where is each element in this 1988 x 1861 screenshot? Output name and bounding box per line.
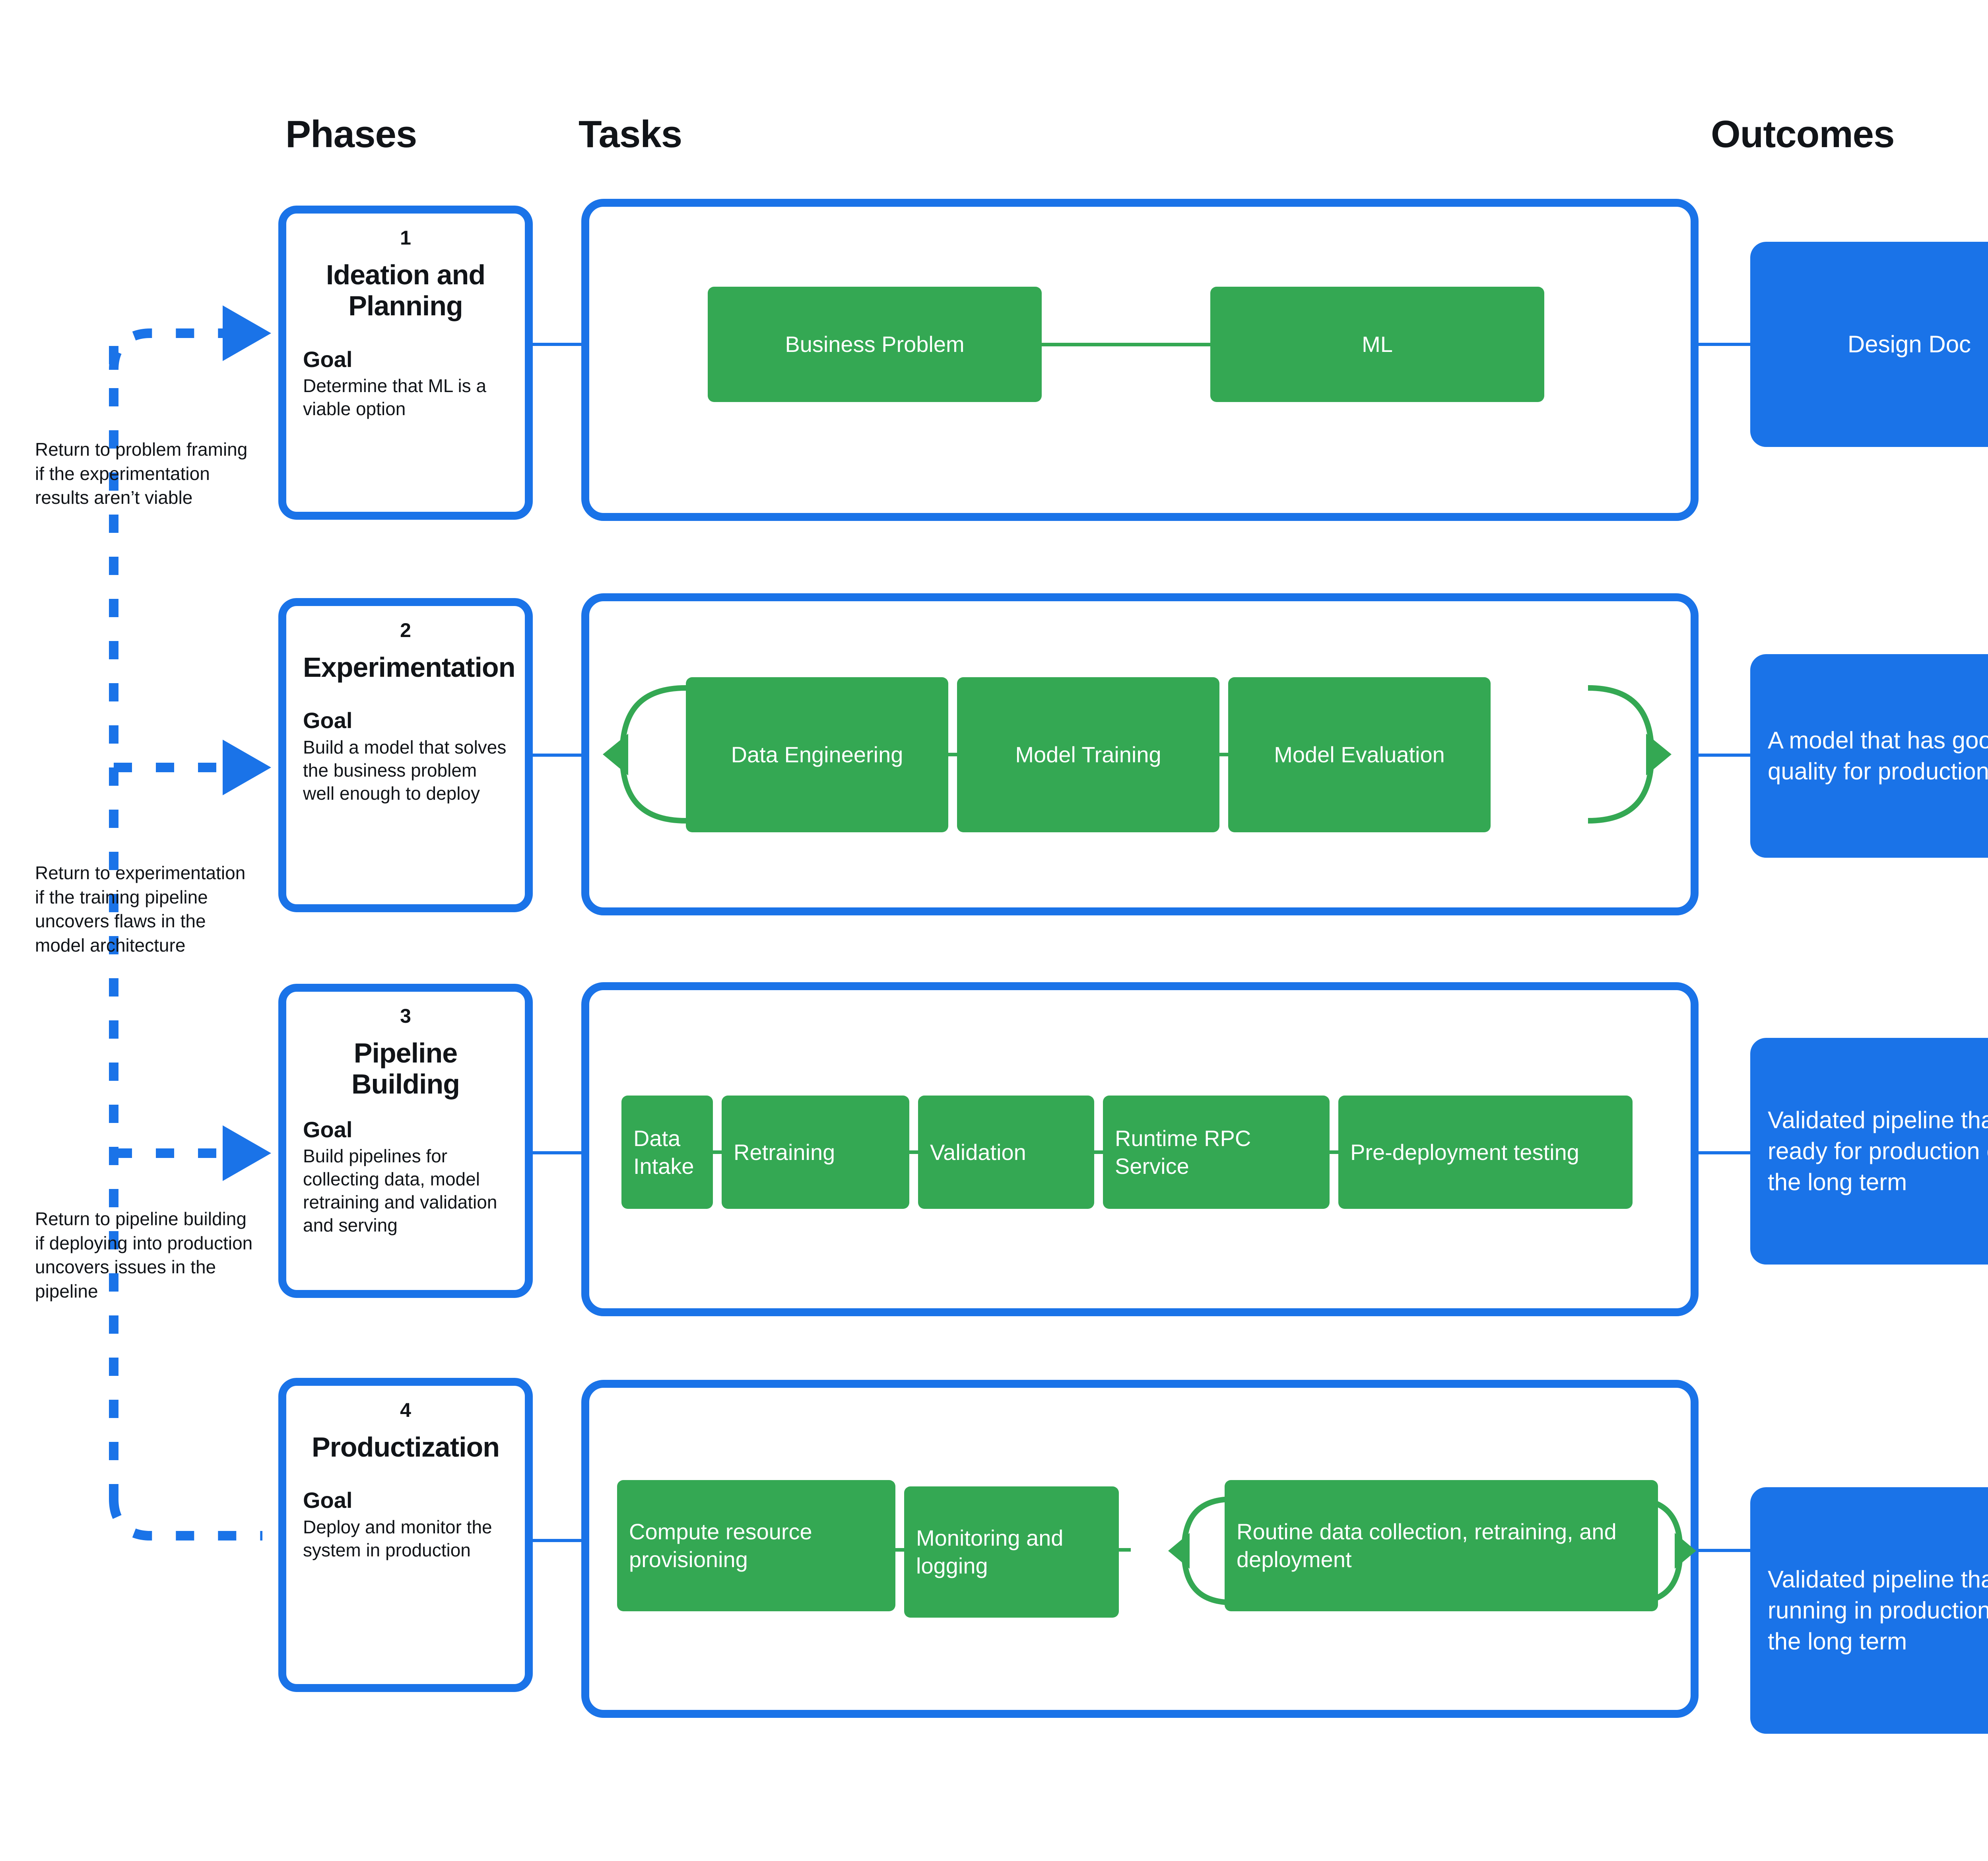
goal-text: Build a model that solves the business p… [303, 736, 507, 804]
connector-task-2-2-3 [1216, 753, 1231, 756]
arrowhead-icon [223, 305, 271, 361]
phase-title: Pipeline Building [351, 1037, 460, 1100]
task-box-compute-resource-provisioning[interactable]: Compute resource provisioning [617, 1480, 895, 1611]
task-box-routine-data-collection[interactable]: Routine data collection, retraining, and… [1225, 1480, 1658, 1611]
arrowhead-icon [223, 1125, 271, 1181]
task-box-runtime-rpc-service[interactable]: Runtime RPC Service [1103, 1096, 1330, 1209]
phase-title: Ideation and Planning [326, 259, 485, 322]
task-box-pre-deployment-testing[interactable]: Pre-deployment testing [1338, 1096, 1633, 1209]
task-box-model-training[interactable]: Model Training [957, 677, 1219, 832]
arrowhead-icon [223, 740, 271, 795]
outcome-box-2[interactable]: A model that has good quality for produc… [1750, 654, 1988, 858]
goal-label: Goal [303, 708, 353, 733]
phase-number: 1 [400, 227, 411, 249]
connector-phase-to-tasks-4 [533, 1539, 584, 1542]
connector-tasks-to-outcome-2 [1699, 754, 1753, 757]
task-box-validation[interactable]: Validation [918, 1096, 1094, 1209]
goal-text: Deploy and monitor the system in product… [303, 1516, 492, 1560]
task-box-monitoring-and-logging[interactable]: Monitoring and logging [904, 1486, 1119, 1618]
connector-task-2-1-2 [945, 753, 960, 756]
phase-card-1[interactable]: 1 Ideation and Planning Goal Determine t… [278, 206, 533, 520]
connector-task-3-3-4 [1091, 1150, 1106, 1154]
connector-task-3-1-2 [710, 1150, 725, 1154]
phase-title: Experimentation [303, 652, 515, 683]
connector-task-4-2-3 [1116, 1548, 1131, 1552]
phase-card-4[interactable]: 4 Productization Goal Deploy and monitor… [278, 1378, 533, 1692]
task-box-ml[interactable]: ML [1210, 287, 1544, 402]
connector-task-3-4-5 [1326, 1150, 1342, 1154]
annotation-left-2: Return to experimentation if the trainin… [35, 863, 246, 956]
goal-text: Determine that ML is a viable option [303, 375, 487, 420]
outcome-box-3[interactable]: Validated pipeline that’s ready for prod… [1750, 1038, 1988, 1265]
phase-number: 2 [400, 619, 411, 641]
column-header-phases: Phases [285, 113, 417, 155]
task-box-business-problem[interactable]: Business Problem [708, 287, 1042, 402]
connector-tasks-to-outcome-4 [1699, 1549, 1753, 1552]
goal-label: Goal [303, 1117, 353, 1142]
annotation-left-1: Return to problem framing if the experim… [35, 439, 248, 508]
connector-tasks-to-outcome-3 [1699, 1151, 1753, 1154]
phase-number: 4 [400, 1399, 411, 1421]
connector-tasks-to-outcome-1 [1699, 343, 1753, 346]
phase-card-3[interactable]: 3 Pipeline Building Goal Build pipelines… [278, 984, 533, 1298]
task-box-data-engineering[interactable]: Data Engineering [686, 677, 948, 832]
task-box-retraining[interactable]: Retraining [722, 1096, 909, 1209]
phase-number: 3 [400, 1005, 411, 1027]
annotation-left-3: Return to pipeline building if deploying… [35, 1208, 253, 1302]
goal-label: Goal [303, 1488, 353, 1513]
task-box-model-evaluation[interactable]: Model Evaluation [1228, 677, 1491, 832]
connector-task-4-1-2 [892, 1548, 907, 1552]
outcome-box-4[interactable]: Validated pipeline that’s running in pro… [1750, 1487, 1988, 1734]
phase-title: Productization [311, 1432, 500, 1463]
phase-card-2[interactable]: 2 Experimentation Goal Build a model tha… [278, 598, 533, 912]
connector-task-1-2 [1039, 343, 1213, 346]
connector-phase-to-tasks-2 [533, 754, 584, 757]
connector-task-3-2-3 [906, 1150, 921, 1154]
goal-text: Build pipelines for collecting data, mod… [303, 1146, 497, 1236]
task-box-data-intake[interactable]: Data Intake [621, 1096, 713, 1209]
column-header-outcomes: Outcomes [1711, 113, 1895, 155]
connector-phase-to-tasks-1 [533, 343, 584, 346]
column-header-tasks: Tasks [579, 113, 682, 155]
outcome-box-1[interactable]: Design Doc [1750, 242, 1988, 447]
goal-label: Goal [303, 346, 353, 372]
connector-phase-to-tasks-3 [533, 1151, 584, 1154]
